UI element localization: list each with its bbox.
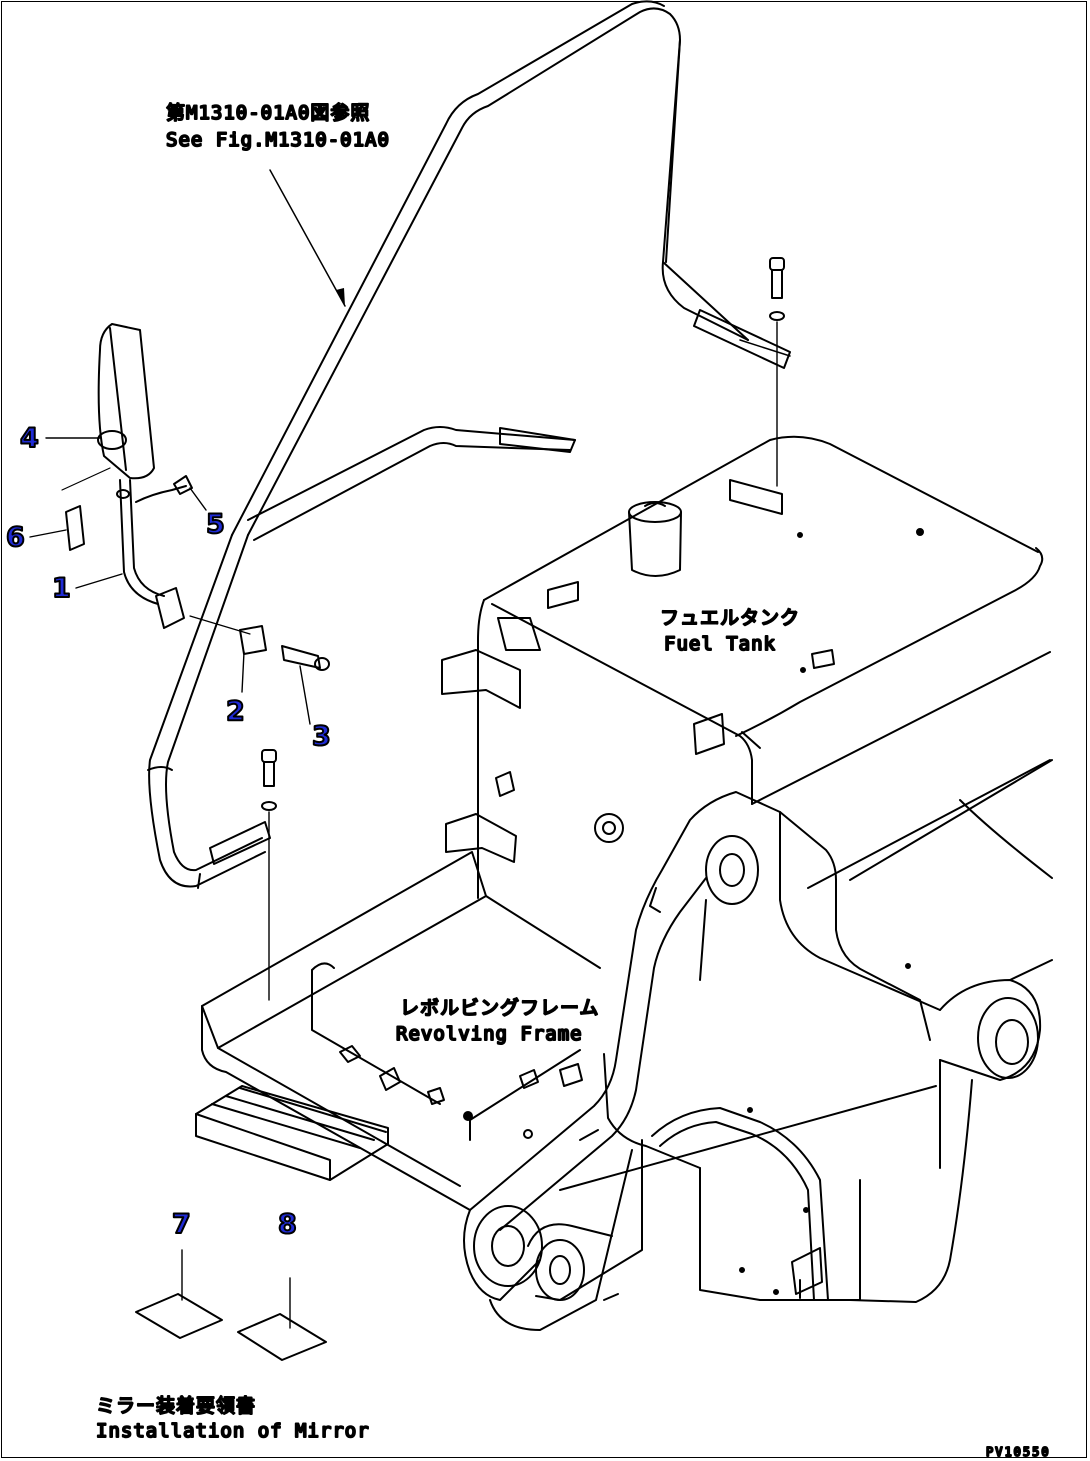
revolving-frame-label-jp: レボルビングフレーム: [400, 997, 599, 1019]
installation-label-en: Installation of Mirror: [96, 1420, 370, 1442]
installation-sheets: [136, 1294, 326, 1360]
mounting-bolts: [262, 258, 784, 1000]
callout-8: 8: [278, 1209, 297, 1240]
callout-5: 5: [206, 509, 225, 540]
callout-3: 3: [312, 721, 331, 752]
reference-leader: [270, 170, 345, 306]
boom-bracket: [464, 760, 1052, 1330]
fuel-tank-label-jp: フュエルタンク: [660, 607, 800, 629]
fuel-tank: [442, 437, 1050, 898]
callout-7: 7: [172, 1209, 191, 1240]
callout-leaders: [30, 438, 310, 1328]
reference-en: See Fig.M1310-01A0: [166, 129, 390, 151]
mirror-assembly: [62, 324, 329, 670]
callout-1: 1: [52, 573, 71, 604]
installation-label-jp: ミラー装着要領書: [96, 1395, 256, 1417]
callout-6: 6: [6, 522, 25, 553]
reference-jp: 第M1310-01A0図参照: [166, 102, 370, 124]
fuel-tank-label-en: Fuel Tank: [664, 633, 776, 655]
revolving-frame-label-en: Revolving Frame: [396, 1023, 583, 1045]
callout-2: 2: [226, 696, 245, 727]
callout-4: 4: [20, 423, 39, 454]
handrail: [148, 1, 790, 888]
drawing-code: PV10550: [986, 1445, 1051, 1459]
revolving-frame: [196, 852, 706, 1210]
